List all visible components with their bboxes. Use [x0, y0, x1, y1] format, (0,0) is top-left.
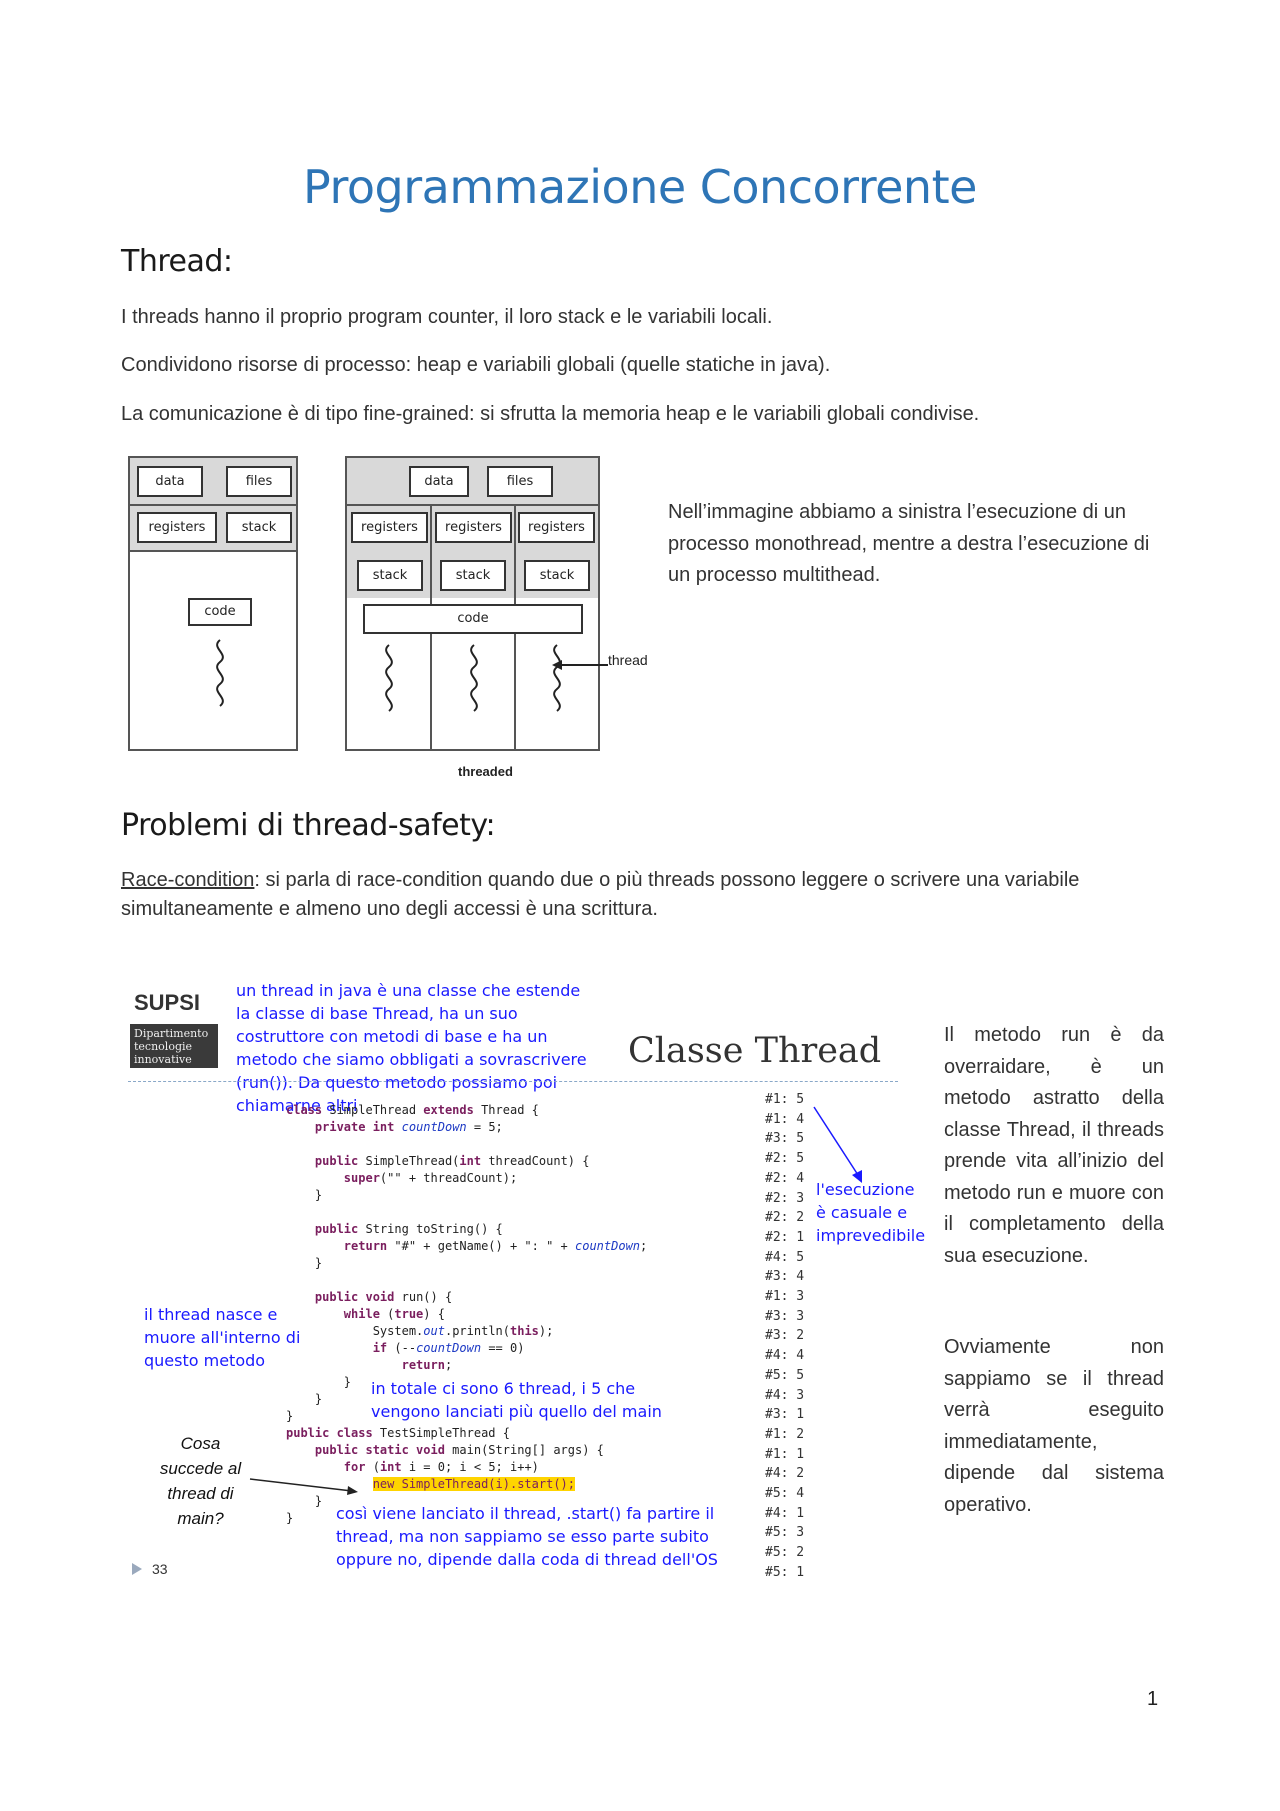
- thread-squiggle-icon: [216, 639, 224, 707]
- output-line: #2: 2: [765, 1210, 805, 1226]
- output-line: #3: 1: [765, 1407, 805, 1423]
- output-line: #2: 3: [765, 1190, 805, 1206]
- thread-label: thread: [608, 652, 648, 668]
- single-thread-process: data files registers stack code: [128, 456, 298, 751]
- output-line: #4: 3: [765, 1387, 805, 1403]
- output-line: #3: 5: [765, 1131, 805, 1147]
- race-condition-term: Race-condition: [121, 869, 255, 891]
- note-start: così viene lanciato il thread, .start() …: [336, 1504, 718, 1569]
- stack-box-2: stack: [440, 560, 506, 591]
- output-line: #1: 2: [765, 1426, 805, 1442]
- arrow-left-icon: [552, 660, 608, 670]
- paragraph-3: La comunicazione è di tipo fine-grained:…: [121, 403, 980, 425]
- section-heading-thread: Thread:: [121, 244, 233, 279]
- files-box: files: [487, 466, 553, 497]
- data-box: data: [137, 466, 203, 497]
- registers-box-2: registers: [435, 512, 512, 543]
- output-line: #1: 1: [765, 1446, 805, 1462]
- registers-box: registers: [137, 512, 217, 543]
- race-condition-paragraph: Race-condition: si parla di race-conditi…: [121, 866, 1166, 924]
- thread-diagram: data files registers stack code data fil…: [120, 450, 660, 790]
- thread-squiggle-icon: [553, 644, 561, 712]
- slide-title: Classe Thread: [628, 1031, 882, 1071]
- triangle-bullet-icon: [132, 1563, 142, 1575]
- note-random: l'esecuzione è casuale e imprevedibile: [816, 1180, 926, 1245]
- output-line: #1: 5: [765, 1092, 805, 1107]
- output-line: #5: 3: [765, 1525, 805, 1541]
- note-question: Cosa succede al thread di main?: [159, 1434, 242, 1528]
- slide-divider: [128, 1081, 898, 1082]
- note-left: il thread nasce e muore all'interno di q…: [144, 1305, 301, 1370]
- paragraph-2: Condividono risorse di processo: heap e …: [121, 354, 831, 376]
- output-line: #4: 2: [765, 1466, 805, 1482]
- note-count: in totale ci sono 6 thread, i 5 che veng…: [371, 1379, 662, 1421]
- side-text-2: Ovviamente non sappiamo se il thread ver…: [944, 1336, 1164, 1516]
- output-line: #5: 4: [765, 1486, 805, 1502]
- output-line: #4: 5: [765, 1249, 805, 1265]
- supsi-logo: SUPSI: [134, 990, 201, 1015]
- output-line: #4: 4: [765, 1348, 805, 1364]
- output-line: #5: 2: [765, 1545, 805, 1561]
- page-title: Programmazione Concorrente: [303, 160, 977, 214]
- race-condition-definition: : si parla di race-condition quando due …: [121, 869, 1080, 920]
- output-line: #4: 1: [765, 1505, 805, 1521]
- output-line: #2: 4: [765, 1170, 805, 1186]
- arrow-down-right-icon: [813, 1106, 862, 1183]
- code-listing: class SimpleThread extends Thread { priv…: [286, 1103, 648, 1525]
- output-line: #1: 4: [765, 1111, 805, 1127]
- output-line: #3: 3: [765, 1308, 805, 1324]
- multi-thread-process: data files registers registers registers…: [345, 456, 600, 751]
- note-top: un thread in java è una classe che esten…: [236, 981, 587, 1115]
- diagram-description: Nell’immagine abbiamo a sinistra l’esecu…: [668, 501, 1150, 586]
- code-box: code: [363, 604, 583, 634]
- output-line: #3: 4: [765, 1269, 805, 1285]
- stack-box-3: stack: [524, 560, 590, 591]
- section-heading-thread-safety: Problemi di thread-safety:: [121, 808, 496, 843]
- output-list: #1: 5 #1: 4 #3: 5 #2: 5 #2: 4 #2: 3 #2: 2 #2: 1…: [765, 1090, 804, 1583]
- stack-box-1: stack: [357, 560, 423, 591]
- paragraph-1: I threads hanno il proprio program count…: [121, 306, 773, 328]
- output-line: #2: 1: [765, 1229, 805, 1245]
- thread-squiggle-icon: [470, 644, 478, 712]
- files-box: files: [226, 466, 292, 497]
- output-line: #2: 5: [765, 1151, 805, 1167]
- thread-squiggle-icon: [385, 644, 393, 712]
- side-text-1: Il metodo run è da overraidare, è un met…: [944, 1024, 1164, 1267]
- arrow-right-icon: [249, 1478, 358, 1495]
- output-line: #5: 5: [765, 1367, 805, 1383]
- stack-box: stack: [226, 512, 292, 543]
- code-box: code: [188, 598, 252, 626]
- slide-image: SUPSI Dipartimento tecnologie innovative…: [120, 975, 930, 1595]
- slide-number: 33: [152, 1561, 168, 1577]
- page-number: 1: [1147, 1688, 1159, 1710]
- threaded-caption: threaded: [458, 764, 513, 779]
- output-line: #3: 2: [765, 1328, 805, 1344]
- registers-box-3: registers: [518, 512, 595, 543]
- output-line: #5: 1: [765, 1564, 805, 1580]
- supsi-department: Dipartimento tecnologie innovative: [130, 1024, 218, 1068]
- output-line: #1: 3: [765, 1289, 805, 1305]
- registers-box-1: registers: [351, 512, 428, 543]
- data-box: data: [409, 466, 469, 497]
